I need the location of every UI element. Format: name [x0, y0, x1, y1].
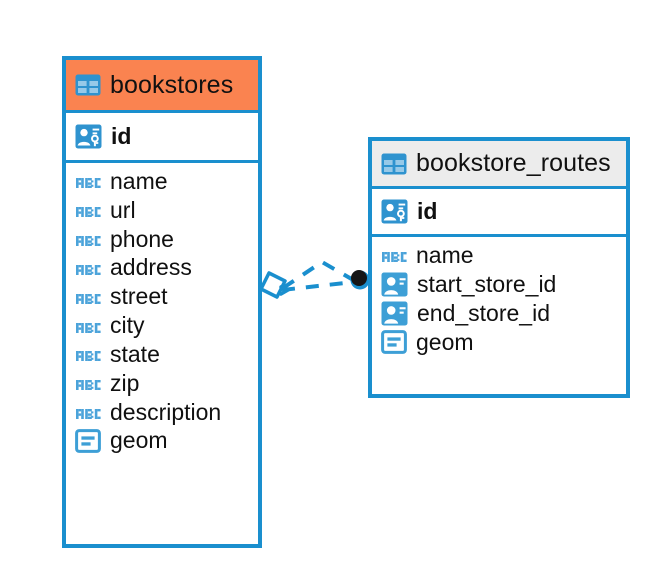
field-label: geom [110, 427, 168, 454]
table-header-bookstore-routes[interactable]: bookstore_routes [372, 141, 626, 189]
abc-text-icon [76, 380, 101, 391]
abc-text-icon [76, 409, 101, 420]
field-label: zip [110, 369, 140, 396]
field-label: url [110, 196, 136, 223]
field-label: name [110, 168, 168, 194]
field-label: id [417, 198, 438, 225]
filled-circle-marker [350, 270, 370, 290]
field-list-bookstores: name url [66, 163, 258, 460]
geometry-icon [381, 330, 407, 355]
abc-text-icon [76, 293, 101, 304]
field-row-name[interactable]: name [66, 167, 258, 196]
field-row-primary-key[interactable]: id [66, 113, 258, 163]
field-label: description [110, 398, 222, 425]
diamond-marker [259, 271, 290, 299]
field-row-city[interactable]: city [66, 311, 258, 340]
field-label: id [111, 123, 132, 150]
abc-text-icon [76, 264, 101, 275]
field-row-phone[interactable]: phone [66, 225, 258, 254]
table-bookstores[interactable]: bookstores id [62, 56, 262, 548]
field-row-street[interactable]: street [66, 282, 258, 311]
abc-text-icon [382, 252, 407, 263]
foreign-key-icon [381, 301, 408, 326]
table-bookstore-routes[interactable]: bookstore_routes id [368, 137, 630, 398]
field-row-address[interactable]: address [66, 253, 258, 282]
field-label: start_store_id [417, 270, 557, 297]
field-label: phone [110, 225, 174, 252]
field-label: street [110, 283, 168, 310]
field-row-end-store-id[interactable]: end_store_id [372, 299, 626, 328]
primary-key-icon [75, 124, 102, 149]
table-title: bookstores [110, 70, 234, 99]
field-row-geom[interactable]: geom [372, 328, 626, 357]
abc-text-icon [76, 351, 101, 362]
relationship-line-lower [281, 280, 355, 292]
field-list-bookstore-routes: name start_store_id [372, 237, 626, 362]
field-row-description[interactable]: description [66, 398, 258, 427]
field-row-zip[interactable]: zip [66, 369, 258, 398]
field-row-state[interactable]: state [66, 340, 258, 369]
primary-key-icon [381, 199, 408, 224]
field-row-url[interactable]: url [66, 196, 258, 225]
abc-text-icon [76, 178, 101, 189]
field-label: city [110, 312, 145, 339]
table-title: bookstore_routes [416, 149, 611, 177]
field-label: geom [416, 328, 474, 355]
geometry-icon [75, 428, 101, 453]
field-row-name[interactable]: name [372, 241, 626, 270]
field-label: state [110, 340, 160, 367]
table-grid-icon [381, 153, 407, 174]
field-label: name [416, 242, 474, 268]
abc-text-icon [76, 236, 101, 247]
foreign-key-icon [381, 272, 408, 297]
relationship-line-upper [281, 259, 356, 290]
table-grid-icon [75, 74, 101, 96]
abc-text-icon [76, 322, 101, 333]
field-row-primary-key[interactable]: id [372, 189, 626, 237]
field-label: end_store_id [417, 299, 550, 326]
field-label: address [110, 254, 192, 281]
field-row-start-store-id[interactable]: start_store_id [372, 270, 626, 299]
table-header-bookstores[interactable]: bookstores [66, 60, 258, 113]
abc-text-icon [76, 207, 101, 218]
field-row-geom[interactable]: geom [66, 426, 258, 455]
